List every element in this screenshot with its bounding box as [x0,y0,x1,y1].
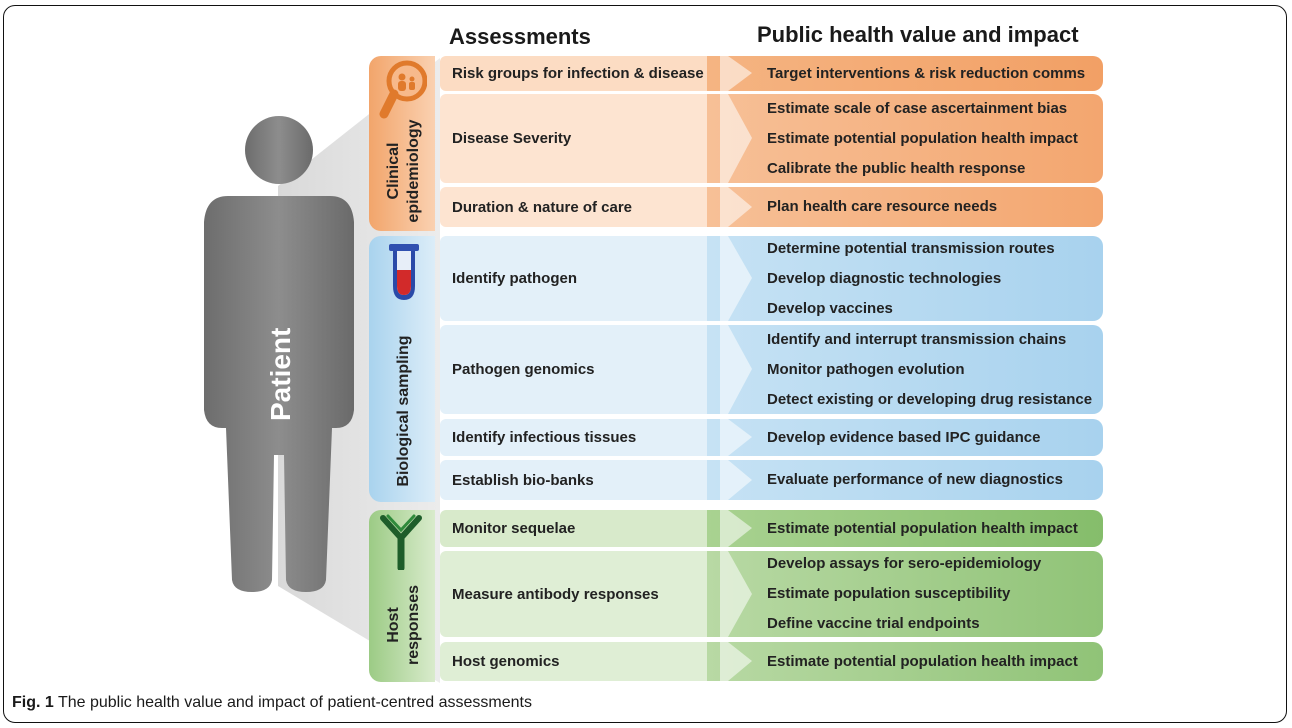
impact-row-monitor-sequelae: Estimate potential population health imp… [707,510,1103,547]
impact-row-disease-severity: Estimate scale of case ascertainment bia… [707,94,1103,183]
impact-item: Calibrate the public health response [767,159,1026,177]
figure-frame [3,5,1287,723]
figure-caption: Fig. 1 The public health value and impac… [12,694,532,712]
impact-header: Public health value and impact [757,22,1079,47]
assessment-bio-banks: Establish bio-banks [440,460,730,500]
patient-label: Patient [265,327,296,421]
impact-item: Identify and interrupt transmission chai… [767,330,1067,348]
impact-item: Estimate potential population health imp… [767,652,1078,670]
impact-item: Estimate population susceptibility [767,585,1011,602]
patient-head [245,116,313,184]
impact-item: Define vaccine trial endpoints [767,615,980,632]
assessment-host-genomics: Host genomics [440,642,730,681]
caption-label: Fig. 1 [12,694,54,711]
impact-row-identify-pathogen: Determine potential transmission routes … [707,236,1103,321]
impact-item: Develop diagnostic technologies [767,269,1002,287]
impact-item: Estimate scale of case ascertainment bia… [767,99,1068,117]
impact-item: Develop evidence based IPC guidance [767,428,1041,446]
assessment-risk-groups: Risk groups for infection & disease [440,56,730,91]
caption-text: The public health value and impact of pa… [53,694,532,711]
section-tab-biological-sampling: Biological sampling [369,236,435,502]
impact-row-antibody-responses: Develop assays for sero-epidemiology Est… [707,551,1103,637]
test-tube-icon [389,244,419,300]
magnifier-people-icon [379,60,427,119]
impact-row-host-genomics: Estimate potential population health imp… [707,642,1103,681]
antibody-icon [380,514,422,570]
impact-item: Evaluate performance of new diagnostics [767,471,1063,488]
section-title-biological-sampling: Biological sampling [395,335,412,487]
impact-row-infectious-tissues: Develop evidence based IPC guidance [707,419,1103,456]
patient-body [204,196,354,592]
assessment-antibody-responses: Measure antibody responses [440,551,730,637]
assessment-disease-severity: Disease Severity [440,94,730,183]
assessment-monitor-sequelae: Monitor sequelae [440,510,730,547]
impact-item: Plan health care resource needs [767,198,998,215]
impact-item: Develop vaccines [767,299,893,317]
impact-row-duration-care: Plan health care resource needs [707,187,1103,227]
impact-row-pathogen-genomics: Identify and interrupt transmission chai… [707,325,1103,414]
impact-item: Target interventions & risk reduction co… [767,64,1086,82]
impact-item: Detect existing or developing drug resis… [767,390,1093,408]
assessment-identify-pathogen: Identify pathogen [440,236,730,321]
impact-item: Monitor pathogen evolution [767,360,965,378]
assessments-header: Assessments [449,24,591,49]
impact-item: Estimate potential population health imp… [767,129,1078,147]
assessment-infectious-tissues: Identify infectious tissues [440,419,730,456]
impact-row-bio-banks: Evaluate performance of new diagnostics [707,460,1103,500]
assessment-pathogen-genomics: Pathogen genomics [440,325,730,414]
impact-item: Develop assays for sero-epidemiology [767,555,1042,572]
assessment-duration-care: Duration & nature of care [440,187,730,227]
impact-item: Estimate potential population health imp… [767,519,1078,537]
impact-item: Determine potential transmission routes [767,239,1055,257]
impact-row-risk-groups: Target interventions & risk reduction co… [707,56,1103,91]
